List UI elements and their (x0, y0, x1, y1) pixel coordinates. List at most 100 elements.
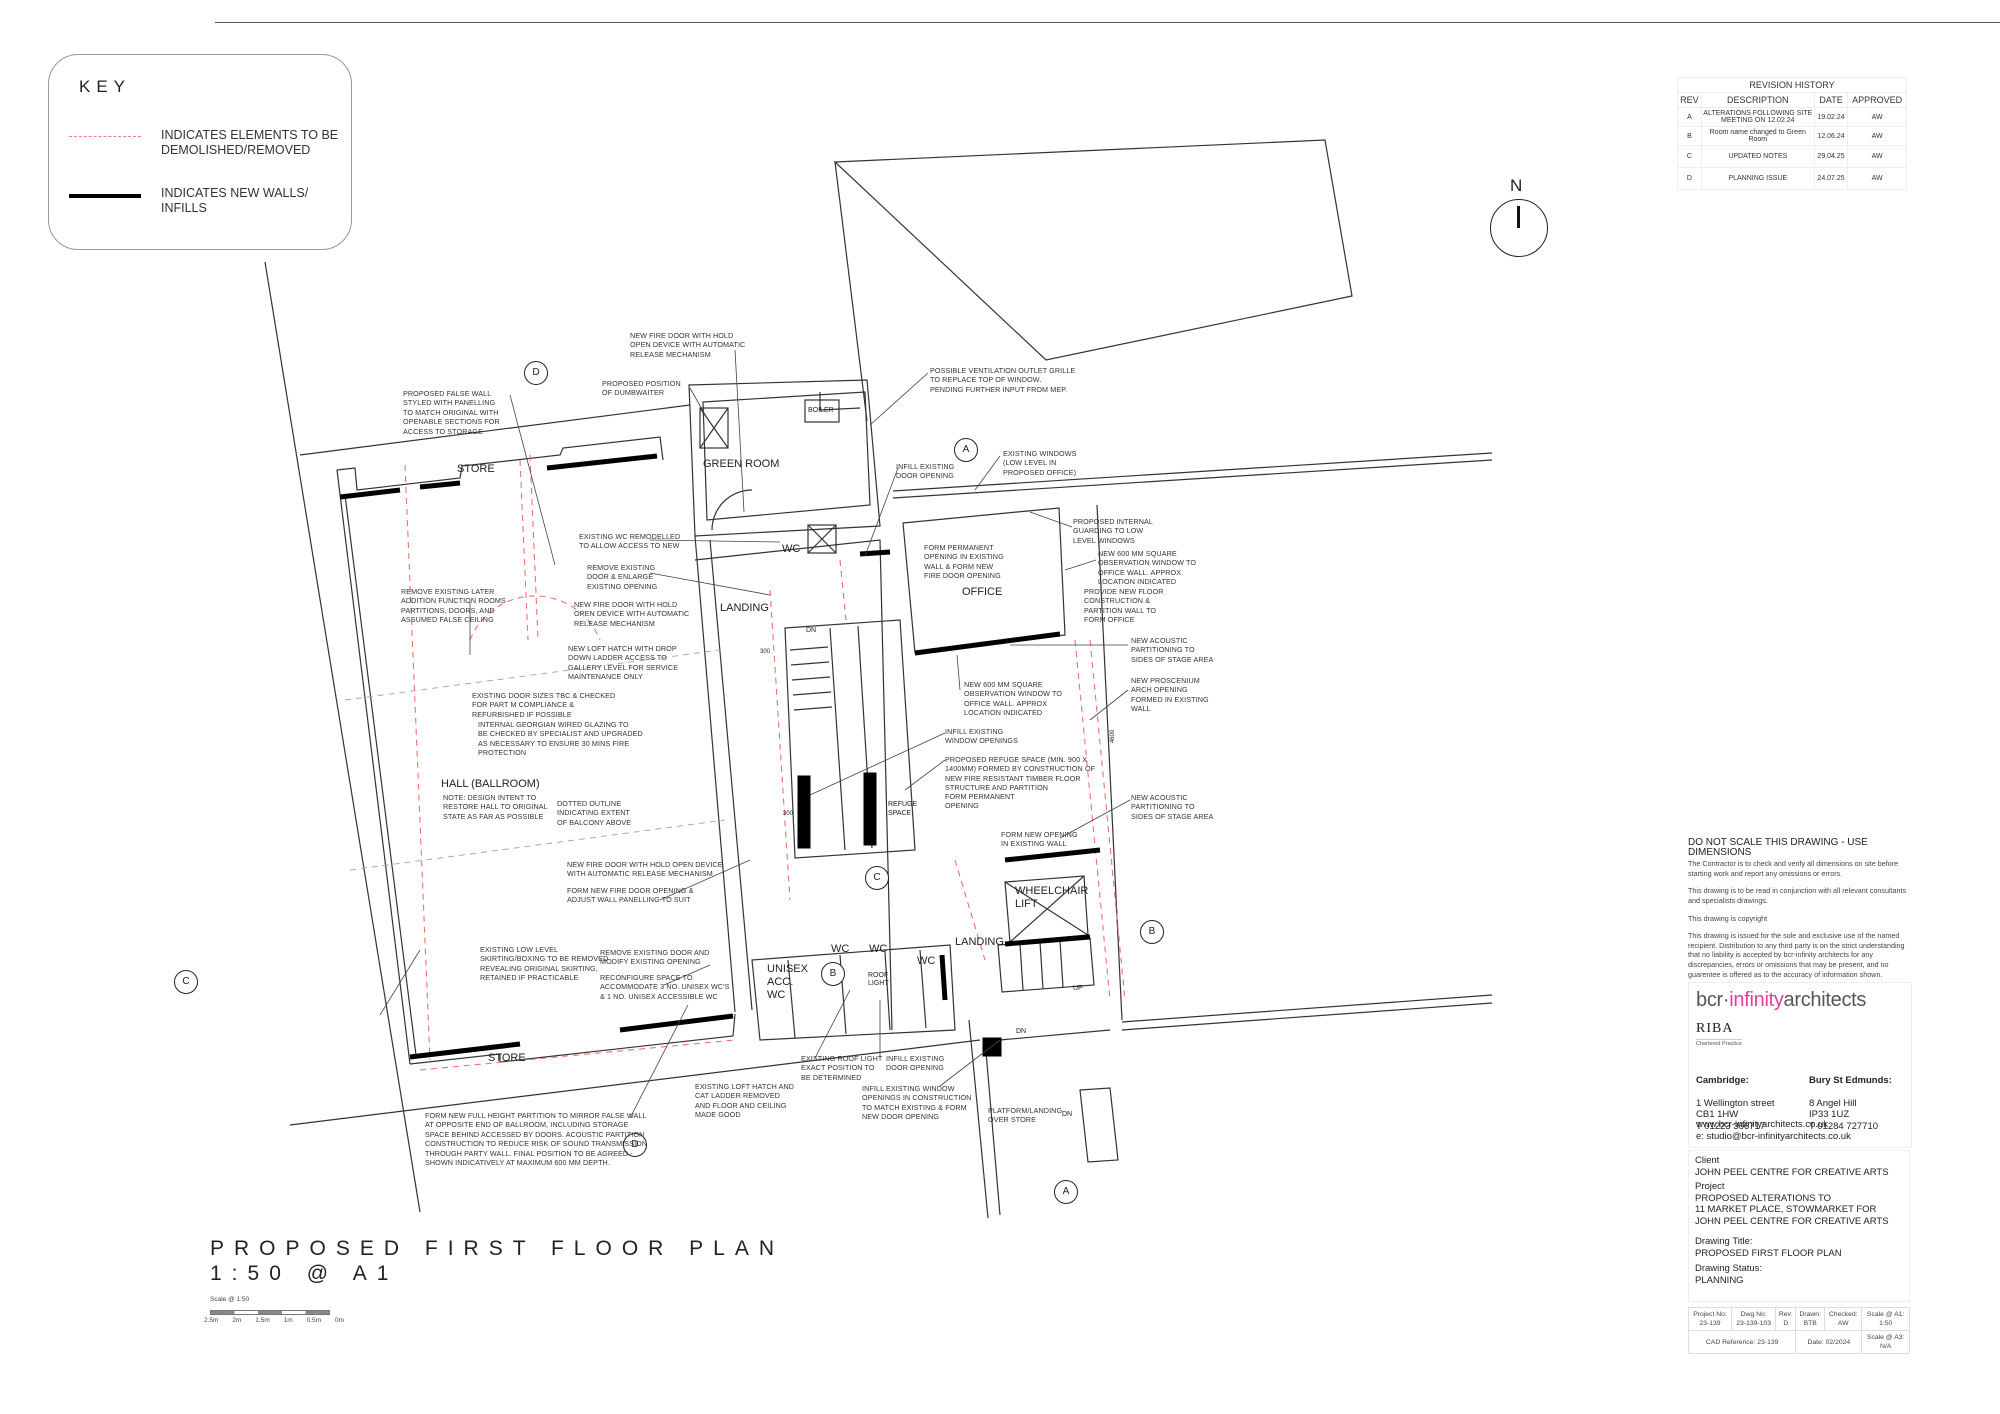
room-label-wc-2: WC (869, 943, 888, 955)
approved-cell: AW (1847, 167, 1907, 190)
plan-note: PROPOSED INTERNAL GUARDING TO LOW LEVEL … (1073, 517, 1153, 545)
drawing-status-value: PLANNING (1695, 1274, 1744, 1286)
plan-note: EXISTING WC REMODELLED TO ALLOW ACCESS T… (579, 532, 681, 551)
key-demolish-label: INDICATES ELEMENTS TO BE DEMOLISHED/REMO… (161, 128, 339, 157)
scale-bar (210, 1310, 330, 1315)
scale-tick: 0m (334, 1317, 344, 1324)
stair-label-dn: DN (806, 627, 817, 634)
plan-note: PROVIDE NEW FLOOR CONSTRUCTION & PARTITI… (1084, 587, 1164, 625)
plan-note: INFILL EXISTING DOOR OPENING (886, 1054, 945, 1073)
key-title: KEY (79, 77, 132, 96)
leader-lines (379, 349, 1131, 1119)
practice-email[interactable]: e: studio@bcr-infinityarchitects.co.uk (1696, 1131, 1851, 1142)
balcony-outline (344, 649, 726, 871)
north-arrow-icon (1490, 199, 1548, 257)
value: 23-139 (1699, 1320, 1721, 1327)
disclaimer-paragraph: This drawing is copyright (1688, 913, 1768, 923)
plan-note: INFILL EXISTING WINDOW OPENINGS (945, 727, 1018, 746)
demolition-lines (404, 454, 1126, 1071)
logo-part: bcr· (1696, 989, 1730, 1011)
revision-history-table: REVISION HISTORY REV DESCRIPTION DATE AP… (1677, 77, 1907, 190)
room-label-store-top: STORE (457, 463, 495, 475)
disclaimer-paragraph: The Contractor is to check and verify al… (1688, 859, 1899, 878)
hall-note: NOTE: DESIGN INTENT TO RESTORE HALL TO O… (443, 793, 548, 821)
plan-note: INFILL EXISTING DOOR OPENING (896, 462, 955, 481)
label: Dwg No: (1740, 1311, 1767, 1318)
dimension-300-b: 300 (783, 811, 794, 817)
room-label-wc-3: WC (917, 955, 936, 967)
north-label: N (1510, 176, 1523, 195)
room-label-store-bottom: STORE (488, 1052, 526, 1064)
project-no-cell: Project No:23-139 (1688, 1307, 1732, 1331)
key-legend: KEY INDICATES ELEMENTS TO BE DEMOLISHED/… (48, 54, 352, 250)
value: 1:50 (1879, 1320, 1893, 1327)
office-address: 8 Angel Hill IP33 1UZ T 01284 727710 (1809, 1097, 1879, 1132)
room-label-refuge: REFUGE SPACE (888, 801, 918, 817)
disclaimer-paragraph: This drawing is to be read in conjunctio… (1688, 886, 1907, 905)
value: AW (1837, 1320, 1849, 1327)
scale-tick: 2m (232, 1317, 242, 1324)
section-marker-a: A (954, 438, 978, 462)
plan-note: EXISTING LOFT HATCH AND CAT LADDER REMOV… (695, 1082, 795, 1120)
stair-label-dn-2: DN (1016, 1028, 1027, 1035)
drawing-title-value: PROPOSED FIRST FLOOR PLAN (1695, 1247, 1842, 1259)
plan-note: PROPOSED POSITION OF DUMBWAITER (602, 379, 681, 398)
value: N/A (1880, 1343, 1892, 1350)
section-marker-d: D (623, 1133, 647, 1157)
plan-note: FORM NEW FIRE DOOR OPENING & ADJUST WALL… (567, 886, 694, 905)
drawing-title: PROPOSED FIRST FLOOR PLAN 1:50 @ A1 (210, 1237, 785, 1285)
drawing-title-label: Drawing Title: (1695, 1236, 1753, 1247)
plan-note: REMOVE EXISTING LATER ADDITION FUNCTION … (401, 587, 506, 625)
plan-note: EXISTING ROOF LIGHT EXACT POSITION TO BE… (801, 1054, 883, 1082)
scale-tick: 0.5m (306, 1317, 322, 1324)
plan-note: PROPOSED FALSE WALL STYLED WITH PANELLIN… (403, 389, 500, 436)
logo-part: y (1773, 989, 1784, 1011)
section-marker-d: D (524, 361, 548, 385)
infill-window-right (863, 772, 877, 846)
section-marker-c: C (174, 970, 198, 994)
stair-treads (789, 646, 833, 711)
plan-note: FORM PERMANENT OPENING (945, 792, 1015, 811)
door-swing (711, 489, 753, 531)
office-name: Cambridge: (1696, 1074, 1749, 1086)
riba-subtitle: Chartered Practice (1696, 1039, 1742, 1047)
dimension-4600: 4600 (1110, 729, 1117, 744)
scale-a3-cell: Scale @ A3:N/A (1861, 1330, 1910, 1354)
client-label: Client (1695, 1155, 1720, 1166)
value: BTB (1803, 1320, 1817, 1327)
new-walls (339, 453, 1101, 1060)
key-new-walls-label: INDICATES NEW WALLS/ INFILLS (161, 186, 309, 215)
stair-label-up: UP (1073, 985, 1083, 992)
plan-note: NEW ACOUSTIC PARTITIONING TO SIDES OF ST… (1131, 793, 1214, 821)
plan-note: NEW FIRE DOOR WITH HOLD OPEN DEVICE WITH… (630, 331, 746, 359)
plan-note: NEW FIRE DOOR WITH HOLD OPEN DEVICE WITH… (574, 600, 690, 628)
practice-website[interactable]: www.bcr-infinityarchitects.co.uk (1696, 1119, 1828, 1130)
plan-note: NEW 600 MM SQUARE OBSERVATION WINDOW TO … (964, 680, 1063, 718)
demolish-line-swatch (69, 136, 141, 137)
client-name: JOHN PEEL CENTRE FOR CREATIVE ARTS (1695, 1166, 1889, 1178)
dimension-300-a: 300 (760, 649, 771, 655)
office-name: Bury St Edmunds: (1809, 1074, 1892, 1086)
drawing-status-label: Drawing Status: (1695, 1263, 1763, 1274)
scale-tick: 2.5m (204, 1317, 219, 1324)
room-label-hall: HALL (BALLROOM) (441, 778, 540, 790)
drawing-info-table: Project No:23-139 Dwg No:23-139-103 Rev:… (1687, 1307, 1910, 1354)
date-cell: 29.04.25 (1813, 145, 1849, 168)
practice-logo: bcr·infinityarchitects (1696, 989, 1866, 1012)
disclaimer-heading: DO NOT SCALE THIS DRAWING - USE DIMENSIO… (1688, 837, 1868, 858)
plan-note: POSSIBLE VENTILATION OUTLET GRILLE TO RE… (930, 366, 1076, 394)
plan-note: EXISTING DOOR SIZES TBC & CHECKED FOR PA… (472, 691, 616, 719)
plan-note: NEW ACOUSTIC PARTITIONING TO SIDES OF ST… (1131, 636, 1214, 664)
drawn-cell: Drawn:BTB (1795, 1307, 1826, 1331)
project-label: Project (1695, 1181, 1725, 1192)
description-cell: PLANNING ISSUE (1700, 167, 1815, 190)
room-label-landing-1: LANDING (720, 602, 769, 614)
disclaimer-paragraph: This drawing is issued for the sole and … (1688, 931, 1905, 979)
neighbouring-building-outline (833, 139, 1353, 361)
room-label-landing-2: LANDING (955, 936, 1004, 948)
plan-note: RECONFIGURE SPACE TO ACCOMMODATE 3 NO. U… (600, 973, 730, 1001)
plan-note: REMOVE EXISTING DOOR AND MODIFY EXISTING… (600, 948, 710, 967)
office-cambridge: Cambridge: 1 Wellington street CB1 1HW T… (1696, 1063, 1775, 1132)
office-bury: Bury St Edmunds: 8 Angel Hill IP33 1UZ T… (1809, 1063, 1892, 1132)
